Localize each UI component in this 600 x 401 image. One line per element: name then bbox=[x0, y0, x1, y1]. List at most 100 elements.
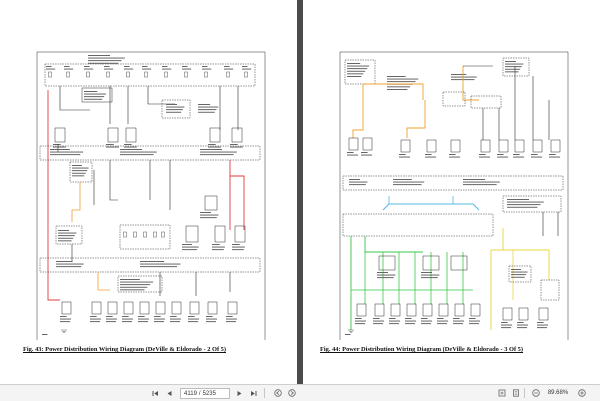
schematic-label bbox=[347, 68, 368, 70]
component-box bbox=[426, 139, 437, 153]
total-pages: 5235 bbox=[202, 390, 216, 397]
schematic-label bbox=[347, 63, 361, 64]
schematic-label bbox=[124, 66, 130, 67]
schematic-label bbox=[106, 318, 118, 320]
schematic-label bbox=[349, 184, 366, 186]
viewer-toolbar: 4119 / 5235 89.68% bbox=[0, 384, 600, 401]
component-box bbox=[538, 307, 549, 321]
component-box bbox=[107, 301, 118, 315]
schematic-label bbox=[106, 316, 113, 317]
document-page-right: Fig. 44: Power Distribution Wiring Diagr… bbox=[303, 0, 600, 384]
schematic-label bbox=[507, 201, 544, 203]
schematic-label bbox=[389, 323, 400, 325]
schematic-label bbox=[88, 57, 125, 59]
schematic-label bbox=[166, 109, 183, 111]
schematic-label bbox=[463, 179, 485, 180]
schematic-label bbox=[72, 165, 82, 166]
schematic-label bbox=[405, 318, 412, 319]
schematic-label bbox=[505, 66, 522, 68]
schematic-label bbox=[122, 321, 133, 323]
schematic-label bbox=[202, 68, 212, 70]
component-box bbox=[214, 225, 226, 243]
schematic-label bbox=[120, 151, 157, 153]
schematic-label bbox=[393, 184, 422, 186]
schematic-label bbox=[449, 156, 461, 158]
schematic-label bbox=[120, 279, 140, 280]
schematic-label bbox=[463, 181, 500, 183]
schematic-label bbox=[387, 76, 406, 77]
component-box bbox=[422, 303, 433, 317]
component-box bbox=[44, 63, 256, 87]
zoom-level[interactable]: 89.68% bbox=[547, 390, 569, 396]
schematic-label bbox=[361, 154, 373, 156]
schematic-label bbox=[42, 334, 48, 335]
back-icon[interactable] bbox=[272, 385, 283, 401]
schematic-label bbox=[549, 154, 556, 155]
schematic-label bbox=[182, 244, 192, 245]
wire-trace bbox=[462, 66, 479, 101]
schematic-label bbox=[208, 144, 216, 145]
schematic-label bbox=[206, 316, 213, 317]
schematic-label bbox=[140, 266, 177, 268]
schematic-label bbox=[206, 321, 217, 323]
schematic-label bbox=[469, 318, 476, 319]
schematic-label bbox=[84, 96, 105, 98]
fit-width-icon[interactable] bbox=[510, 385, 521, 401]
schematic-label bbox=[232, 246, 245, 248]
schematic-label bbox=[200, 149, 222, 150]
component-box bbox=[61, 301, 72, 315]
next-page-icon[interactable] bbox=[234, 385, 244, 401]
schematic-label bbox=[453, 323, 464, 325]
schematic-label bbox=[84, 66, 90, 67]
schematic-label bbox=[389, 320, 401, 322]
wire-trace bbox=[503, 249, 550, 280]
wire-trace bbox=[490, 228, 504, 330]
wiring-diagram-right bbox=[339, 51, 569, 340]
schematic-label bbox=[60, 318, 72, 320]
component-box bbox=[155, 301, 166, 315]
fit-page-icon[interactable] bbox=[496, 385, 507, 401]
schematic-label bbox=[501, 324, 513, 326]
zoom-out-icon[interactable] bbox=[530, 385, 541, 401]
schematic-label bbox=[58, 232, 77, 234]
schematic-label bbox=[355, 318, 362, 319]
schematic-label bbox=[188, 318, 200, 320]
page-number-field[interactable]: 4119 / 5235 bbox=[180, 388, 230, 399]
schematic-label bbox=[46, 68, 56, 70]
component-box bbox=[450, 139, 461, 153]
component-box bbox=[125, 127, 137, 143]
schematic-label bbox=[104, 66, 110, 67]
fuse-symbol bbox=[144, 71, 148, 78]
schematic-label bbox=[505, 71, 519, 73]
schematic-label bbox=[463, 184, 497, 186]
schematic-label bbox=[106, 146, 119, 148]
component-box bbox=[339, 51, 569, 340]
last-page-icon[interactable] bbox=[248, 385, 258, 401]
component-box bbox=[502, 57, 530, 77]
zoom-in-icon[interactable] bbox=[576, 385, 587, 401]
forward-icon[interactable] bbox=[286, 385, 297, 401]
first-page-icon[interactable] bbox=[150, 385, 160, 401]
component-box bbox=[438, 303, 449, 317]
schematic-label bbox=[56, 263, 84, 265]
schematic-label bbox=[84, 68, 94, 70]
schematic-label bbox=[120, 154, 154, 156]
schematic-label bbox=[170, 316, 177, 317]
schematic-label bbox=[200, 151, 237, 153]
previous-page-icon[interactable] bbox=[164, 385, 174, 401]
document-page-left: Fig. 43: Power Distribution Wiring Diagr… bbox=[0, 0, 297, 384]
component-box bbox=[374, 303, 385, 317]
schematic-label bbox=[90, 318, 102, 320]
schematic-label bbox=[453, 318, 460, 319]
schematic-label bbox=[50, 149, 70, 150]
schematic-label bbox=[479, 154, 486, 155]
component-box bbox=[39, 145, 261, 161]
component-box bbox=[514, 139, 525, 153]
component-box bbox=[185, 225, 199, 243]
toolbar-divider bbox=[524, 388, 525, 398]
component-box bbox=[540, 279, 560, 301]
schematic-label bbox=[58, 230, 69, 231]
schematic-label bbox=[421, 277, 438, 279]
schematic-label bbox=[349, 179, 360, 180]
schematic-label bbox=[537, 322, 544, 323]
